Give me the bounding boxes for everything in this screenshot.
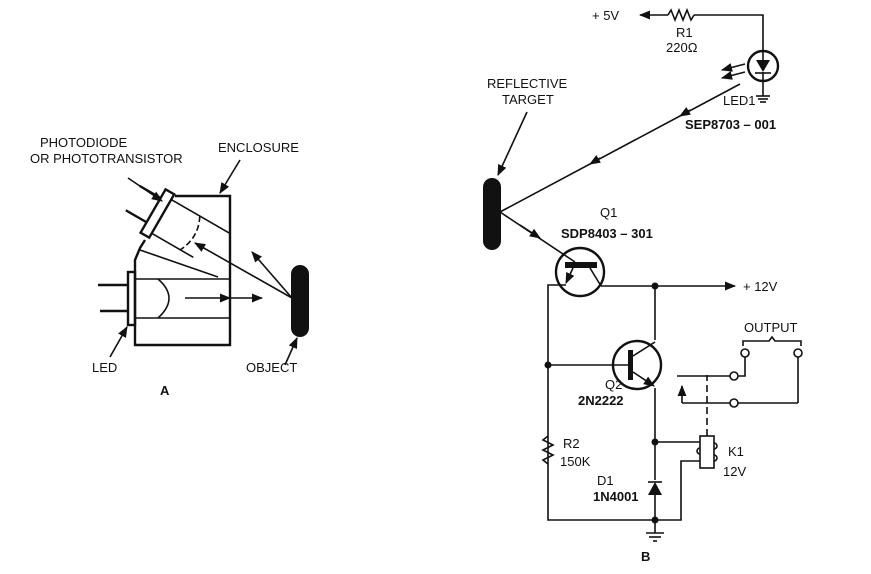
relay-contacts	[677, 335, 803, 408]
label-led: LED	[92, 360, 117, 375]
label-q1-part: SDP8403 – 301	[561, 226, 653, 241]
caption-b: B	[641, 549, 650, 564]
caption-a: A	[160, 383, 170, 398]
beam-arrow-1	[679, 106, 691, 117]
label-led1-part: SEP8703 – 001	[685, 117, 776, 132]
beam-arrow-2	[589, 154, 601, 165]
label-enclosure: ENCLOSURE	[218, 140, 299, 155]
label-led1-ref: LED1	[723, 93, 756, 108]
reflected-ray	[194, 242, 293, 299]
led-emit-2	[720, 71, 746, 80]
diode-d1	[648, 481, 662, 520]
relay-k1	[655, 375, 718, 521]
label-target-2: TARGET	[502, 92, 554, 107]
label-5v: + 5V	[592, 8, 619, 23]
label-k1-ref: K1	[728, 444, 744, 459]
resistor-r1	[667, 7, 695, 23]
q1-phototransistor	[554, 246, 606, 298]
label-r1-value: 220Ω	[666, 40, 698, 55]
label-q1-ref: Q1	[600, 205, 617, 220]
led1	[746, 48, 780, 103]
output-brace	[742, 335, 802, 346]
label-r2-value: 150K	[560, 454, 591, 469]
label-target-1: REFLECTIVE	[487, 76, 568, 91]
wire-left-rail	[547, 284, 655, 521]
label-photodiode-2: OR PHOTOTRANSISTOR	[30, 151, 183, 166]
label-q2-part: 2N2222	[578, 393, 624, 408]
resistor-r2	[541, 435, 555, 465]
reflected-arrow	[519, 224, 541, 239]
wire-r1-led	[694, 14, 764, 48]
label-k1-value: 12V	[723, 464, 746, 479]
figure-b: + 5V R1 220Ω LED1 SEP8703 – 001 REFLECTI…	[483, 7, 803, 564]
label-photodiode-1: PHOTODIODE	[40, 135, 127, 150]
node-base	[544, 361, 552, 369]
light-beam	[499, 83, 741, 213]
label-output: OUTPUT	[744, 320, 798, 335]
led-emit-1	[720, 63, 746, 72]
target-leader	[497, 111, 528, 177]
figure-a: PHOTODIODE OR PHOTOTRANSISTOR ENCLOSURE …	[30, 135, 309, 398]
label-object: OBJECT	[246, 360, 297, 375]
scattered-ray	[251, 251, 293, 299]
label-q2-ref: Q2	[605, 377, 622, 392]
photodiode-leader	[127, 177, 163, 202]
label-d1-ref: D1	[597, 473, 614, 488]
label-r2-ref: R2	[563, 436, 580, 451]
led-leader	[109, 326, 128, 358]
enclosure-leader	[219, 159, 241, 194]
object-leader	[284, 336, 298, 366]
reflective-target	[483, 178, 501, 250]
label-r1-ref: R1	[676, 25, 693, 40]
led-emitter	[98, 270, 230, 327]
photodiode-shroud	[139, 249, 219, 278]
enclosure-body	[133, 194, 232, 347]
object-target	[291, 265, 309, 337]
label-d1-part: 1N4001	[593, 489, 639, 504]
label-12v: + 12V	[743, 279, 778, 294]
